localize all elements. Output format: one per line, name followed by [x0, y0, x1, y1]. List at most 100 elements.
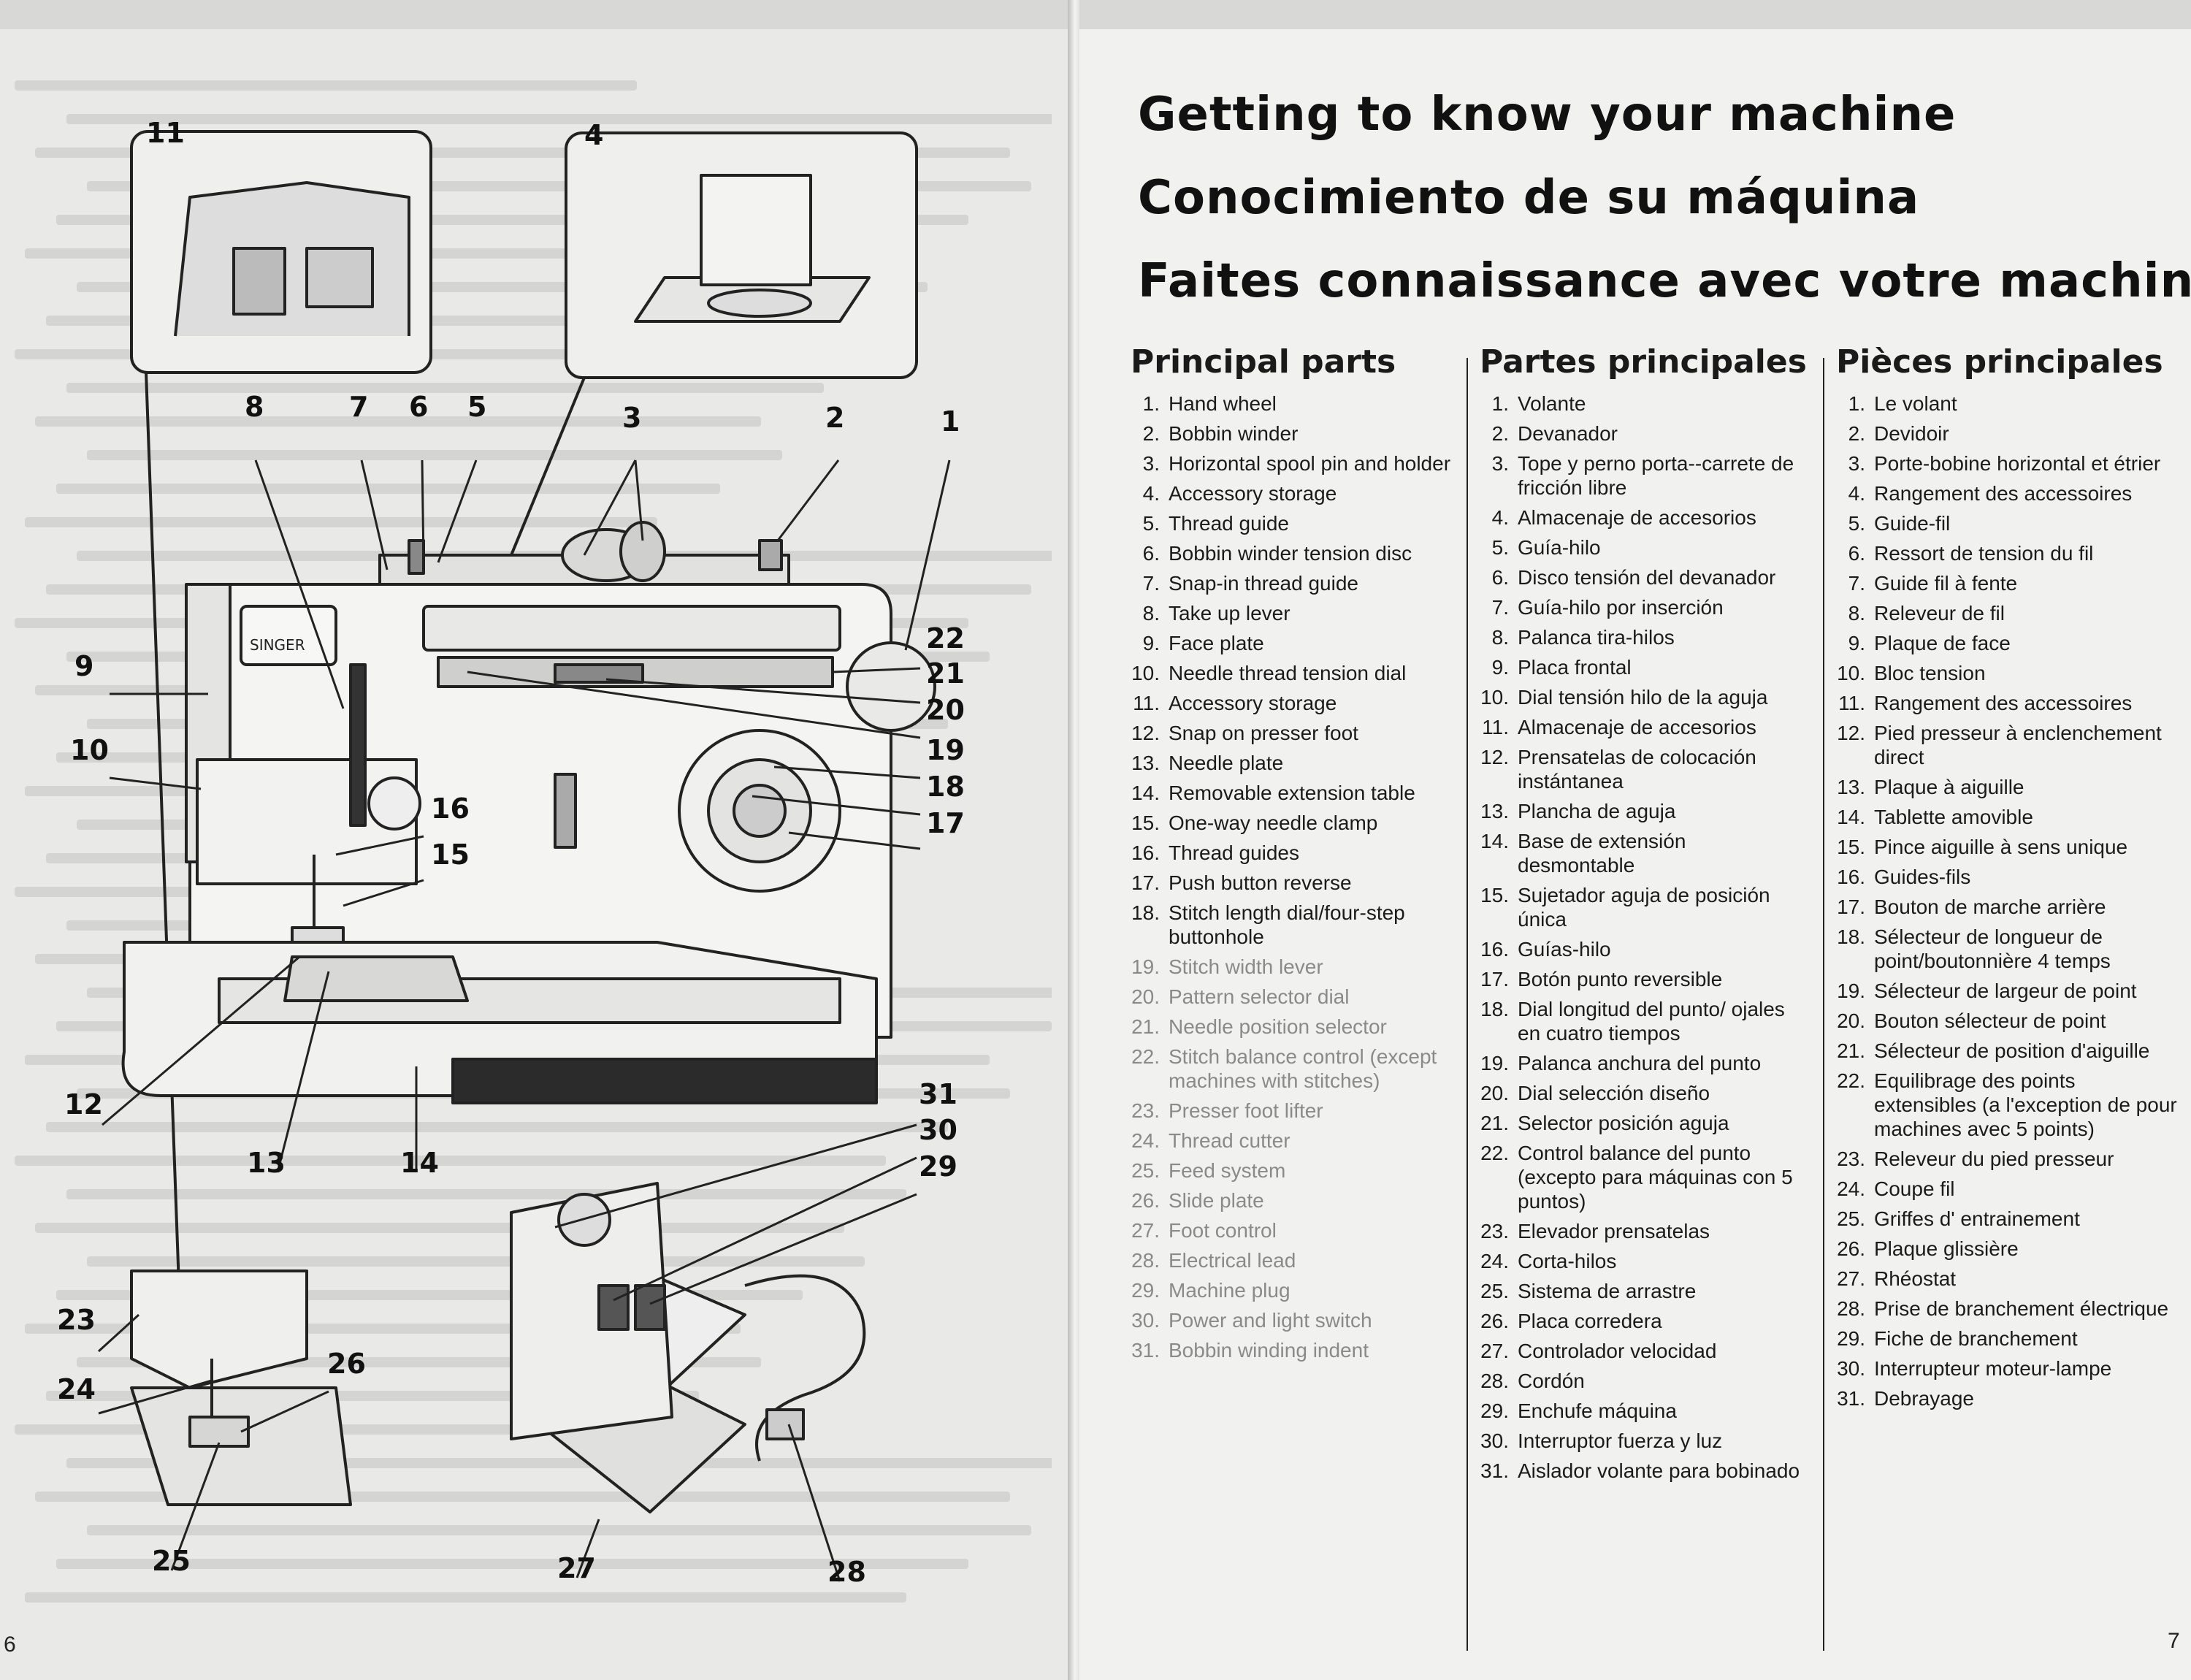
part-number: 9.: [1848, 632, 1865, 654]
part-number: 26.: [1131, 1189, 1160, 1212]
part-number: 11.: [1482, 716, 1509, 738]
part-number: 24.: [1837, 1177, 1865, 1200]
title-block: Getting to know your machine Conocimient…: [1138, 73, 2191, 323]
part-item: 27.Rhéostat: [1836, 1267, 2179, 1291]
bleed-line: [25, 1592, 907, 1603]
part-name: Pince aiguille à sens unique: [1874, 836, 2128, 858]
part-number: 7.: [1142, 572, 1160, 595]
part-item: 4.Almacenaje de accesorios: [1480, 505, 1801, 530]
part-number: 8.: [1491, 626, 1509, 649]
right-page: Getting to know your machine Conocimient…: [1079, 29, 2191, 1680]
part-item: 14.Removable extension table: [1131, 781, 1452, 805]
part-number: 3.: [1142, 452, 1160, 475]
part-item: 16. Guías-hilo: [1480, 937, 1801, 961]
part-item: 23.Elevador prensatelas: [1480, 1219, 1801, 1243]
callout-number: 2: [825, 402, 845, 434]
part-item: 29.Fiche de branchement: [1836, 1326, 2179, 1351]
callout-number: 13: [247, 1147, 286, 1179]
part-item: 9.Face plate: [1131, 631, 1452, 655]
callout-number: 23: [57, 1304, 96, 1336]
part-number: 28.: [1131, 1249, 1160, 1272]
part-number: 16.: [1131, 841, 1160, 864]
part-item: 4.Rangement des accessoires: [1836, 481, 2179, 505]
part-name: Thread cutter: [1169, 1129, 1290, 1152]
part-number: 5.: [1491, 536, 1509, 559]
part-item: 11.Accessory storage: [1131, 691, 1452, 715]
part-name: Guides-fils: [1874, 866, 1971, 888]
part-number: 16.: [1480, 938, 1509, 961]
part-name: Stitch balance control (except machines …: [1169, 1045, 1437, 1092]
part-item: 3.Horizontal spool pin and holder: [1131, 451, 1452, 476]
part-number: 21.: [1837, 1039, 1865, 1062]
part-name: Hand wheel: [1169, 392, 1277, 415]
part-name: Releveur de fil: [1874, 602, 2005, 625]
callout-number: 30: [919, 1114, 957, 1146]
callout-number: 15: [431, 839, 470, 871]
title-english: Getting to know your machine: [1138, 88, 1957, 142]
part-name: Almacenaje de accesorios: [1518, 506, 1756, 529]
part-name: Palanca tira-hilos: [1518, 626, 1675, 649]
part-number: 25.: [1837, 1207, 1865, 1230]
part-name: Snap-in thread guide: [1169, 572, 1358, 595]
bleed-line: [87, 1256, 865, 1267]
part-number: 4.: [1848, 482, 1865, 505]
part-item: 17.Push button reverse: [1131, 871, 1452, 895]
part-item: 5.Guide-fil: [1836, 511, 2179, 535]
part-item: 26.Slide plate: [1131, 1188, 1452, 1213]
part-name: Guías-hilo: [1518, 938, 1611, 961]
part-name: Presser foot lifter: [1169, 1099, 1323, 1122]
part-number: 19.: [1131, 955, 1160, 978]
part-item: 22.Control balance del punto (excepto pa…: [1480, 1141, 1801, 1213]
part-item: 27.Controlador velocidad: [1480, 1339, 1801, 1363]
part-item: 2.Bobbin winder: [1131, 421, 1452, 446]
part-item: 16.Guides-fils: [1836, 865, 2179, 889]
brand-label: SINGER: [250, 636, 305, 654]
part-number: 27.: [1131, 1219, 1160, 1242]
part-name: Machine plug: [1169, 1279, 1290, 1302]
part-name: Pattern selector dial: [1169, 985, 1350, 1008]
part-name: Corta-hilos: [1518, 1250, 1617, 1272]
part-item: 24.Coupe fil: [1836, 1177, 2179, 1201]
part-number: 23.: [1131, 1099, 1160, 1122]
callout-number: 31: [919, 1078, 957, 1110]
part-number: 2.: [1142, 422, 1160, 445]
bleed-line: [35, 416, 762, 427]
part-item: 17.Bouton de marche arrière: [1836, 895, 2179, 919]
part-name: Porte-bobine horizontal et étrier: [1874, 452, 2161, 475]
part-item: 7. Snap-in thread guide: [1131, 571, 1452, 595]
callout-number: 9: [74, 650, 94, 682]
part-number: 23.: [1837, 1148, 1865, 1170]
part-name: Face plate: [1169, 632, 1264, 654]
part-number: 28.: [1837, 1297, 1865, 1320]
part-name: Controlador velocidad: [1518, 1340, 1717, 1362]
book-gutter: [1068, 0, 1079, 1680]
part-number: 6.: [1848, 542, 1865, 565]
callout-number: 10: [70, 734, 109, 766]
part-name: Prise de branchement électrique: [1874, 1297, 2169, 1320]
part-name: Needle plate: [1169, 752, 1284, 774]
part-name: Sélecteur de largeur de point: [1874, 980, 2137, 1002]
page-number-right: 7: [2168, 1629, 2180, 1653]
part-item: 21.Needle position selector: [1131, 1015, 1452, 1039]
part-number: 27.: [1837, 1267, 1865, 1290]
part-number: 3.: [1848, 452, 1865, 475]
part-item: 1.Hand wheel: [1131, 392, 1452, 416]
part-number: 29.: [1837, 1327, 1865, 1350]
part-number: 25.: [1480, 1280, 1509, 1302]
part-name: Bobbin winder tension disc: [1169, 542, 1412, 565]
part-name: Dial longitud del punto/ ojales en cuatr…: [1518, 998, 1785, 1045]
part-item: 19.Stitch width lever: [1131, 955, 1452, 979]
part-number: 10.: [1131, 662, 1160, 684]
part-number: 21.: [1131, 1015, 1160, 1038]
part-number: 5.: [1848, 512, 1865, 535]
part-number: 21.: [1480, 1112, 1509, 1134]
part-item: 6.Disco tensión del devanador: [1480, 565, 1801, 589]
column-divider: [1823, 358, 1824, 1651]
callout-number: 19: [926, 734, 965, 766]
part-item: 3.Tope y perno porta--carrete de fricció…: [1480, 451, 1801, 500]
callout-number: 7: [349, 391, 369, 423]
callout-number: 14: [400, 1147, 439, 1179]
part-number: 15.: [1131, 812, 1160, 834]
